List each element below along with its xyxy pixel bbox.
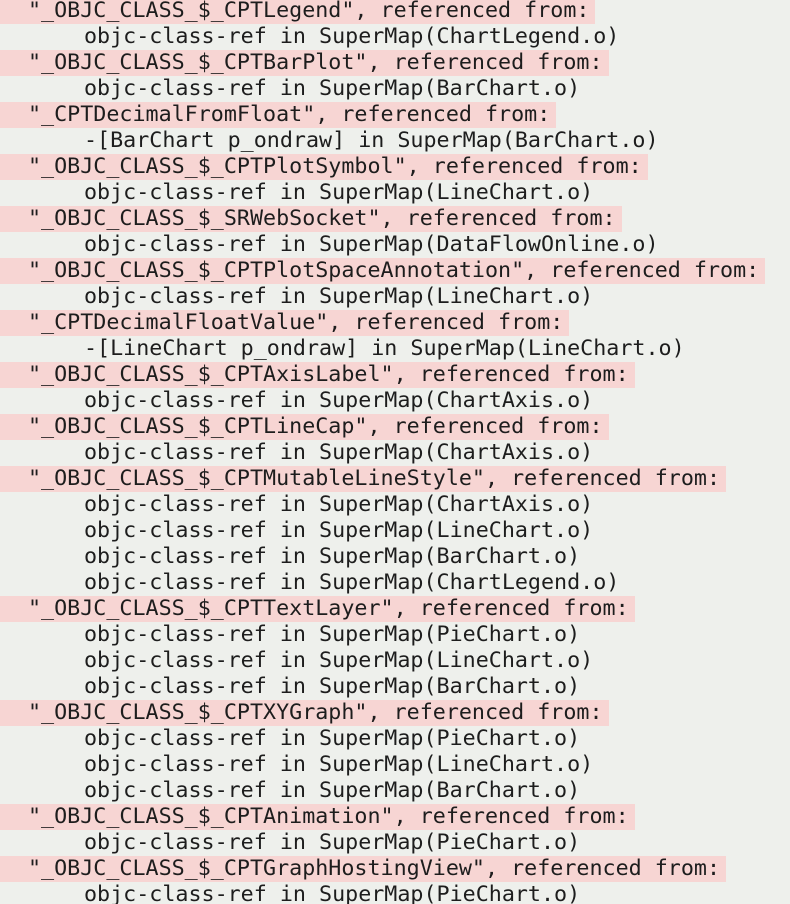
reference-text: objc-class-ref in SuperMap(PieChart.o) [84,622,581,647]
reference-line: objc-class-ref in SuperMap(ChartAxis.o) [0,492,790,518]
undefined-symbol-text: "_CPTDecimalFromFloat", referenced from: [0,102,557,128]
reference-text: objc-class-ref in SuperMap(DataFlowOnlin… [84,232,659,257]
reference-line: objc-class-ref in SuperMap(ChartLegend.o… [0,24,790,50]
undefined-symbol-line: "_OBJC_CLASS_$_SRWebSocket", referenced … [0,206,790,232]
reference-text: objc-class-ref in SuperMap(BarChart.o) [84,778,581,803]
reference-line: objc-class-ref in SuperMap(PieChart.o) [0,622,790,648]
reference-line: objc-class-ref in SuperMap(LineChart.o) [0,518,790,544]
undefined-symbol-line: "_OBJC_CLASS_$_CPTPlotSpaceAnnotation", … [0,258,790,284]
reference-line: objc-class-ref in SuperMap(BarChart.o) [0,544,790,570]
reference-line: objc-class-ref in SuperMap(PieChart.o) [0,726,790,752]
undefined-symbol-line: "_CPTDecimalFromFloat", referenced from: [0,102,790,128]
reference-line: objc-class-ref in SuperMap(DataFlowOnlin… [0,232,790,258]
undefined-symbol-line: "_OBJC_CLASS_$_CPTGraphHostingView", ref… [0,856,790,882]
undefined-symbol-text: "_OBJC_CLASS_$_SRWebSocket", referenced … [0,206,622,232]
reference-line: objc-class-ref in SuperMap(LineChart.o) [0,752,790,778]
reference-text: objc-class-ref in SuperMap(PieChart.o) [84,882,581,904]
reference-text: objc-class-ref in SuperMap(ChartAxis.o) [84,388,594,413]
reference-line: objc-class-ref in SuperMap(BarChart.o) [0,76,790,102]
reference-text: objc-class-ref in SuperMap(PieChart.o) [84,726,581,751]
reference-text: -[BarChart p_ondraw] in SuperMap(BarChar… [84,128,659,153]
undefined-symbol-text: "_OBJC_CLASS_$_CPTLegend", referenced fr… [0,0,596,24]
undefined-symbol-line: "_OBJC_CLASS_$_CPTLegend", referenced fr… [0,0,790,24]
undefined-symbol-text: "_OBJC_CLASS_$_CPTPlotSpaceAnnotation", … [0,258,766,284]
undefined-symbol-text: "_OBJC_CLASS_$_CPTBarPlot", referenced f… [0,50,609,76]
reference-line: objc-class-ref in SuperMap(LineChart.o) [0,180,790,206]
reference-text: objc-class-ref in SuperMap(BarChart.o) [84,76,581,101]
reference-line: objc-class-ref in SuperMap(BarChart.o) [0,674,790,700]
undefined-symbol-text: "_OBJC_CLASS_$_CPTPlotSymbol", reference… [0,154,648,180]
reference-line: objc-class-ref in SuperMap(BarChart.o) [0,778,790,804]
undefined-symbol-text: "_OBJC_CLASS_$_CPTGraphHostingView", ref… [0,856,727,882]
reference-text: objc-class-ref in SuperMap(ChartLegend.o… [84,24,620,49]
reference-text: objc-class-ref in SuperMap(LineChart.o) [84,752,594,777]
reference-line: objc-class-ref in SuperMap(PieChart.o) [0,830,790,856]
reference-text: objc-class-ref in SuperMap(ChartAxis.o) [84,440,594,465]
undefined-symbol-line: "_OBJC_CLASS_$_CPTBarPlot", referenced f… [0,50,790,76]
undefined-symbol-line: "_OBJC_CLASS_$_CPTXYGraph", referenced f… [0,700,790,726]
undefined-symbol-text: "_OBJC_CLASS_$_CPTMutableLineStyle", ref… [0,466,727,492]
undefined-symbol-text: "_OBJC_CLASS_$_CPTXYGraph", referenced f… [0,700,609,726]
reference-line: objc-class-ref in SuperMap(ChartAxis.o) [0,388,790,414]
reference-line: -[LineChart p_ondraw] in SuperMap(LineCh… [0,336,790,362]
reference-text: -[LineChart p_ondraw] in SuperMap(LineCh… [84,336,685,361]
undefined-symbol-line: "_OBJC_CLASS_$_CPTMutableLineStyle", ref… [0,466,790,492]
reference-text: objc-class-ref in SuperMap(LineChart.o) [84,180,594,205]
reference-line: objc-class-ref in SuperMap(ChartLegend.o… [0,570,790,596]
undefined-symbol-text: "_OBJC_CLASS_$_CPTLineCap", referenced f… [0,414,609,440]
reference-text: objc-class-ref in SuperMap(LineChart.o) [84,284,594,309]
reference-text: objc-class-ref in SuperMap(PieChart.o) [84,830,581,855]
undefined-symbol-line: "_OBJC_CLASS_$_CPTAxisLabel", referenced… [0,362,790,388]
reference-text: objc-class-ref in SuperMap(ChartLegend.o… [84,570,620,595]
undefined-symbol-line: "_OBJC_CLASS_$_CPTPlotSymbol", reference… [0,154,790,180]
undefined-symbol-line: "_OBJC_CLASS_$_CPTTextLayer", referenced… [0,596,790,622]
undefined-symbol-line: "_OBJC_CLASS_$_CPTAnimation", referenced… [0,804,790,830]
reference-text: objc-class-ref in SuperMap(BarChart.o) [84,674,581,699]
undefined-symbol-text: "_OBJC_CLASS_$_CPTAxisLabel", referenced… [0,362,635,388]
reference-line: objc-class-ref in SuperMap(PieChart.o) [0,882,790,904]
reference-line: objc-class-ref in SuperMap(LineChart.o) [0,648,790,674]
undefined-symbol-line: "_CPTDecimalFloatValue", referenced from… [0,310,790,336]
undefined-symbol-text: "_OBJC_CLASS_$_CPTTextLayer", referenced… [0,596,635,622]
reference-text: objc-class-ref in SuperMap(LineChart.o) [84,648,594,673]
undefined-symbol-text: "_OBJC_CLASS_$_CPTAnimation", referenced… [0,804,635,830]
reference-line: -[BarChart p_ondraw] in SuperMap(BarChar… [0,128,790,154]
reference-text: objc-class-ref in SuperMap(ChartAxis.o) [84,492,594,517]
reference-text: objc-class-ref in SuperMap(LineChart.o) [84,518,594,543]
undefined-symbol-text: "_CPTDecimalFloatValue", referenced from… [0,310,570,336]
reference-text: objc-class-ref in SuperMap(BarChart.o) [84,544,581,569]
reference-line: objc-class-ref in SuperMap(ChartAxis.o) [0,440,790,466]
reference-line: objc-class-ref in SuperMap(LineChart.o) [0,284,790,310]
undefined-symbol-line: "_OBJC_CLASS_$_CPTLineCap", referenced f… [0,414,790,440]
